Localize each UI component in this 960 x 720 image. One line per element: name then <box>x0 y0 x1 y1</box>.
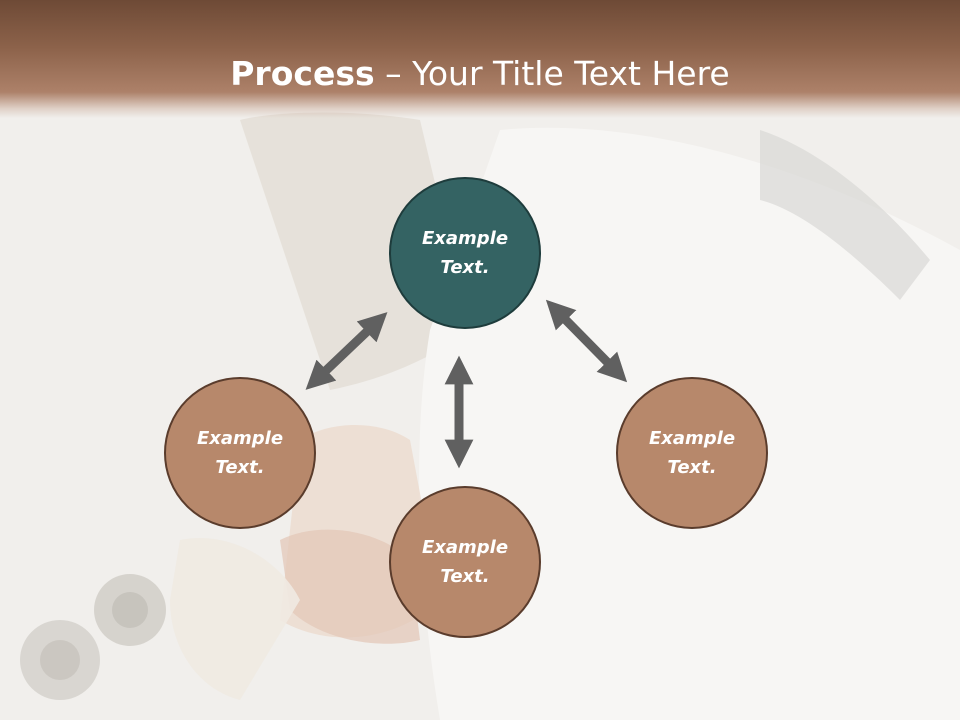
arrow-top-left <box>305 312 388 390</box>
node-bottom-line2: Text. <box>440 566 490 587</box>
title-rest: – Your Title Text Here <box>374 54 730 93</box>
arrow-top-right <box>545 299 628 383</box>
node-top-line2: Text. <box>440 257 490 278</box>
slide-title: Process – Your Title Text Here <box>0 52 960 96</box>
node-right-line1: Example <box>648 428 736 449</box>
title-bar <box>0 0 960 118</box>
node-right-line2: Text. <box>667 457 717 478</box>
title-bold: Process <box>230 54 375 93</box>
node-bottom-line1: Example <box>421 537 509 558</box>
node-left-line1: Example <box>196 428 284 449</box>
node-left-line2: Text. <box>215 457 265 478</box>
node-top-line1: Example <box>421 228 509 249</box>
